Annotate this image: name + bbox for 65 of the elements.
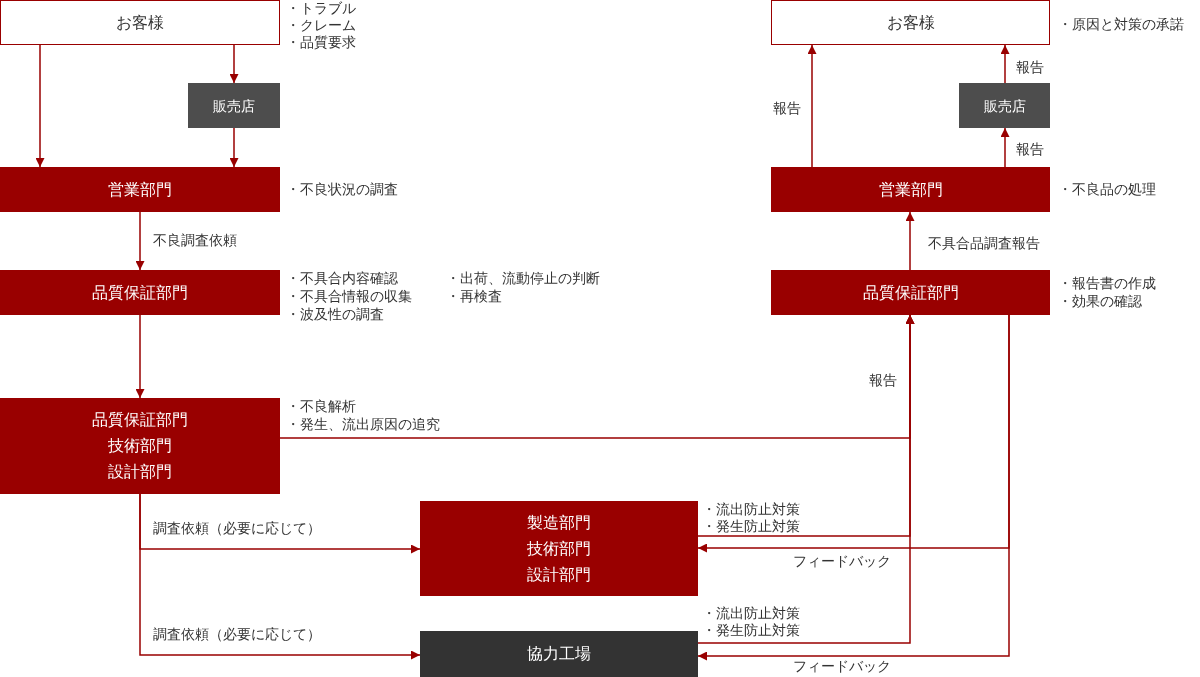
box-label: 販売店	[213, 96, 255, 116]
bullet-note: ・効果の確認	[1058, 293, 1142, 310]
edge-label: 不具合品調査報告	[927, 234, 1041, 252]
box-label: 品質保証部門	[92, 281, 188, 304]
edge-label: 報告	[1015, 140, 1045, 158]
department-box	[771, 0, 1050, 45]
arrow	[139, 493, 421, 660]
department-box	[0, 270, 280, 315]
box-label: 協力工場	[527, 643, 591, 665]
bullet-note: ・不具合情報の収集	[286, 288, 412, 305]
department-box	[771, 167, 1050, 212]
department-box	[959, 83, 1050, 128]
department-box	[188, 83, 280, 128]
bullet-note: ・波及性の調査	[286, 306, 384, 323]
bullet-note: ・報告書の作成	[1058, 275, 1156, 292]
edge-label: 報告	[1015, 58, 1045, 76]
bullet-note: ・不良品の処理	[1058, 181, 1156, 198]
bullet-note: ・クレーム	[286, 17, 356, 34]
box-label: 品質保証部門	[92, 409, 188, 431]
bullet-note: ・原因と対策の承諾	[1058, 16, 1184, 33]
arrow	[229, 127, 239, 168]
bullet-note: ・発生防止対策	[702, 622, 800, 639]
arrow	[229, 44, 239, 84]
arrow	[135, 211, 145, 271]
box-label: 技術部門	[108, 435, 172, 457]
bullet-note: ・トラブル	[286, 0, 356, 17]
arrow	[1000, 44, 1010, 84]
box-label: 営業部門	[878, 178, 943, 201]
arrow	[807, 44, 817, 168]
department-box	[0, 0, 280, 45]
edge-label: 報告	[868, 371, 898, 389]
bullet-note: ・発生防止対策	[702, 518, 800, 535]
department-box	[420, 501, 698, 596]
box-label: お客様	[116, 11, 164, 34]
box-label: 製造部門	[527, 511, 591, 534]
edge-label: フィードバック	[792, 657, 892, 675]
arrow	[697, 314, 915, 644]
department-box	[0, 398, 280, 494]
bullet-note: ・不良状況の調査	[286, 181, 398, 198]
edge-label: フィードバック	[792, 552, 892, 570]
bullet-note: ・不具合内容確認	[286, 270, 398, 287]
arrow	[35, 44, 45, 168]
box-label: 技術部門	[527, 537, 591, 560]
department-box	[771, 270, 1050, 315]
box-label: 設計部門	[108, 461, 172, 483]
box-label: 販売店	[983, 96, 1026, 116]
edge-label: 報告	[772, 99, 802, 117]
box-label: お客様	[886, 11, 935, 34]
bullet-note: ・品質要求	[286, 34, 356, 51]
bullet-note: ・流出防止対策	[702, 501, 800, 518]
arrow	[135, 314, 145, 399]
box-label: 設計部門	[527, 563, 591, 586]
arrow	[1000, 127, 1010, 168]
bullet-note: ・流出防止対策	[702, 605, 800, 622]
edge-label: 不良調査依頼	[152, 231, 238, 249]
box-label: 品質保証部門	[862, 281, 959, 304]
department-box	[0, 167, 280, 212]
department-box	[420, 631, 698, 677]
arrow	[697, 314, 1010, 661]
arrow	[905, 211, 915, 271]
box-label: 営業部門	[108, 178, 172, 201]
bullet-note: ・再検査	[446, 288, 502, 305]
bullet-note: ・出荷、流動停止の判断	[446, 270, 600, 287]
bullet-note: ・発生、流出原因の追究	[286, 416, 440, 433]
bullet-note: ・不良解析	[286, 398, 356, 415]
